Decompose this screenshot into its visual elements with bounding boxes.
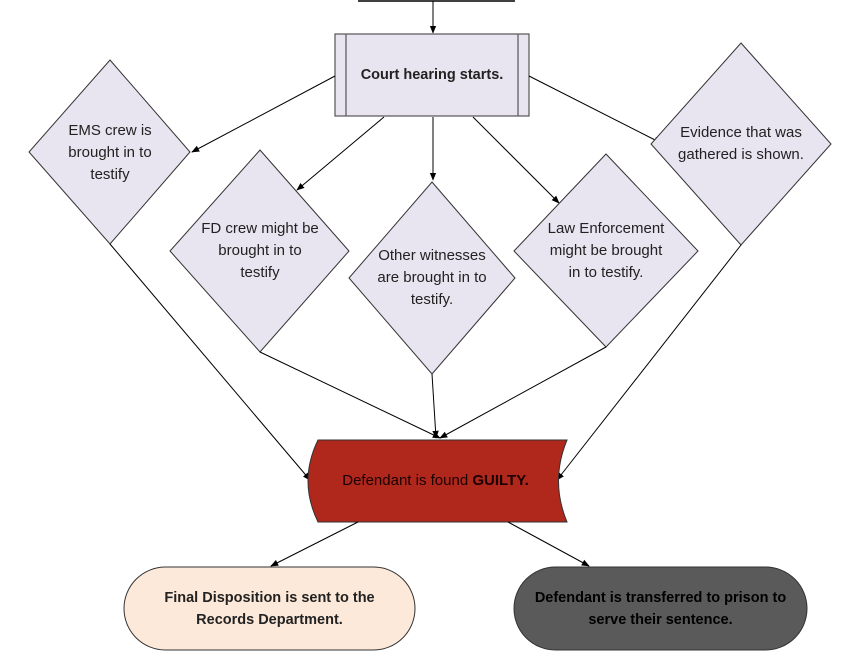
arrow-to-fd: [296, 116, 385, 191]
verdict-shape: [307, 439, 568, 523]
arrow-to-law: [472, 116, 560, 204]
court-hearing-label: Court hearing starts.: [360, 67, 504, 83]
arrow-to-ems: [191, 75, 336, 153]
final-disposition-label: Final Disposition is sent to the Records…: [164, 589, 375, 628]
arrow-to-prison: [507, 521, 590, 567]
arrow-ems-to-verdict: [109, 243, 311, 481]
law-enforcement-label: Law Enforcement might be brought in to t…: [547, 220, 665, 281]
other-witnesses-label: Other witnesses are brought in to testif…: [377, 247, 487, 308]
arrow-evidence-to-verdict: [556, 244, 742, 481]
final-disposition-terminator: [123, 566, 416, 651]
arrow-to-evidence: [528, 75, 662, 144]
evidence-label: Evidence that was gathered is shown.: [678, 124, 804, 163]
arrow-fd-to-verdict: [259, 351, 441, 439]
arrow-witnesses-to-verdict: [431, 373, 439, 439]
verdict-label: Defendant is found GUILTY.: [342, 472, 529, 489]
court-hearing-box: [334, 33, 530, 117]
arrow-to-disposition: [270, 521, 359, 567]
ems-crew-label: EMS crew is brought in to testify: [68, 122, 152, 183]
prison-transfer-label: Defendant is transferred to prison to se…: [534, 589, 787, 628]
arrow-law-to-verdict: [439, 346, 607, 439]
fd-crew-label: FD crew might be brought in to testify: [201, 220, 319, 281]
prison-transfer-terminator: [513, 566, 808, 651]
